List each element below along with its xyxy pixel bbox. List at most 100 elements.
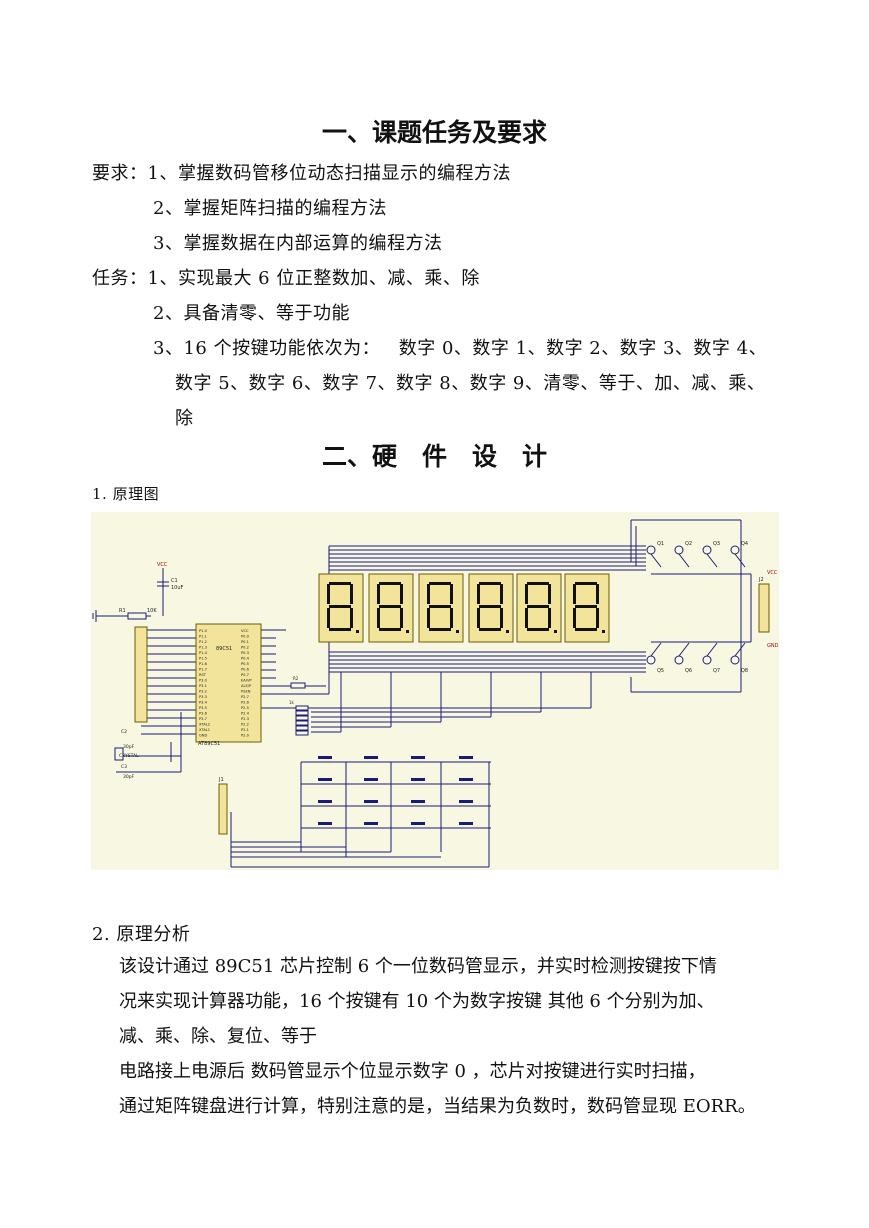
analysis-line: 电路接上电源后 数码管显示个位显示数字 0 ，芯片对按键进行实时扫描，: [119, 1061, 706, 1082]
resistor-label: 1k: [289, 700, 295, 705]
svg-text:P0.7: P0.7: [241, 673, 249, 677]
task-item-continued: 数字 5、数字 6、数字 7、数字 8、数字 9、清零、等于、加、减、乘、: [175, 373, 766, 394]
requirement-item: 1、掌握数码管移位动态扫描显示的编程方法: [147, 163, 511, 184]
svg-text:P2.7: P2.7: [241, 695, 249, 699]
analysis-line: 减、乘、除、复位、等于: [119, 1026, 317, 1047]
svg-text:P2.1: P2.1: [241, 728, 249, 732]
requirements-line-1: 要求：1、掌握数码管移位动态扫描显示的编程方法: [92, 159, 511, 185]
svg-text:P3.6: P3.6: [199, 712, 208, 716]
svg-text:P0.1: P0.1: [241, 640, 249, 644]
svg-text:P0.4: P0.4: [241, 657, 250, 661]
capacitor-value: 30pF: [123, 774, 135, 780]
chip-pins-right: VCC P0.0 P0.1 P0.2 P0.3 P0.4 P0.5 P0.6 P…: [241, 629, 252, 738]
svg-text:P3.3: P3.3: [199, 695, 207, 699]
transistor-label: Q7: [713, 668, 720, 674]
analysis-line: 通过矩阵键盘进行计算，特别注意的是，当结果为负数时，数码管显现 EORR。: [119, 1096, 756, 1117]
tasks-prefix: 任务：: [92, 268, 148, 289]
resistor-r1: [127, 612, 147, 620]
svg-text:GND: GND: [199, 734, 207, 738]
svg-text:P1.2: P1.2: [199, 640, 207, 644]
mcu-chip: [195, 623, 262, 743]
capacitor-value: 10uF: [171, 585, 184, 591]
task-item: 3、16 个按键功能依次为： 数字 0、数字 1、数字 2、数字 3、数字 4、: [153, 338, 768, 359]
svg-text:P2.6: P2.6: [241, 701, 250, 705]
requirement-item: 3、掌握数据在内部运算的编程方法: [153, 233, 443, 254]
capacitor-label: C3: [121, 764, 127, 770]
requirement-item: 2、掌握矩阵扫描的编程方法: [153, 198, 387, 219]
transistor-label: Q8: [741, 668, 748, 674]
task-item: 1、实现最大 6 位正整数加、减、乘、除: [147, 268, 480, 289]
figure-caption: 1. 原理图: [92, 485, 160, 503]
svg-text:P1.0: P1.0: [199, 629, 208, 633]
svg-text:XTAL1: XTAL1: [199, 728, 210, 732]
svg-text:P3.0: P3.0: [199, 679, 208, 683]
svg-text:P0.2: P0.2: [241, 646, 249, 650]
seven-segment-displays: [318, 573, 610, 643]
svg-text:P1.5: P1.5: [199, 657, 207, 661]
resistor-value: 10K: [147, 608, 157, 614]
vcc-label: VCC: [157, 562, 168, 568]
analysis-heading: 2. 原理分析: [92, 924, 191, 945]
svg-text:P0.0: P0.0: [241, 635, 250, 639]
svg-text:ALE/P: ALE/P: [241, 684, 252, 688]
svg-text:P1.1: P1.1: [199, 635, 207, 639]
resistor-network: [295, 705, 309, 736]
svg-text:P2.5: P2.5: [241, 706, 249, 710]
svg-text:P2.4: P2.4: [241, 712, 250, 716]
key-matrix: [318, 756, 473, 825]
svg-text:P2.0: P2.0: [241, 734, 250, 738]
section1-title: 一、课题任务及要求: [321, 118, 547, 147]
analysis-line: 该设计通过 89C51 芯片控制 6 个一位数码管显示，并实时检测按键按下情: [119, 956, 717, 977]
analysis-paragraph: 该设计通过 89C51 芯片控制 6 个一位数码管显示，并实时检测按键按下情 况…: [119, 949, 779, 1124]
tasks-line-1: 任务：1、实现最大 6 位正整数加、减、乘、除: [92, 264, 480, 290]
svg-text:P0.5: P0.5: [241, 662, 249, 666]
svg-text:XTAL2: XTAL2: [199, 723, 210, 727]
section2-title: 二、硬 件 设 计: [321, 442, 547, 471]
svg-text:VCC: VCC: [241, 629, 249, 633]
task-item: 2、具备清零、等于功能: [153, 303, 350, 324]
svg-text:P3.5: P3.5: [199, 706, 207, 710]
crystal: [114, 747, 124, 761]
capacitor-label: C1: [171, 578, 178, 584]
svg-text:P2.3: P2.3: [241, 717, 249, 721]
svg-text:P1.7: P1.7: [199, 668, 207, 672]
svg-text:P1.4: P1.4: [199, 651, 208, 655]
connector-j1: [218, 783, 228, 835]
transistor-label: Q3: [713, 541, 720, 547]
schematic-diagram: Q1 Q2 Q3 Q4 Q5 Q6 Q7 Q8 J2 VCC GND 89C51…: [91, 512, 779, 870]
vcc-label: VCC: [767, 570, 778, 576]
transistor-label: Q1: [657, 541, 664, 547]
crystal-label: CRYSTAL: [119, 753, 139, 759]
connector-j2: [758, 583, 770, 633]
svg-text:P1.6: P1.6: [199, 662, 208, 666]
left-header: [134, 626, 148, 723]
gnd-label: GND: [767, 643, 779, 649]
transistor-label: Q5: [657, 668, 664, 674]
capacitor-label: C2: [121, 729, 127, 735]
analysis-line: 况来实现计算器功能，16 个按键有 10 个为数字按键 其他 6 个分别为加、: [119, 991, 715, 1012]
transistor-label: Q4: [741, 541, 748, 547]
transistor-label: Q2: [685, 541, 692, 547]
connector-label: J1: [218, 777, 224, 783]
svg-text:P3.7: P3.7: [199, 717, 207, 721]
svg-text:RST: RST: [199, 673, 207, 677]
chip-label: 89C51: [216, 646, 232, 652]
connector-label: J2: [758, 577, 764, 583]
resistor-r2: [290, 682, 306, 689]
svg-text:P3.2: P3.2: [199, 690, 207, 694]
ground-symbol: [92, 610, 97, 622]
chip-pins-left: P1.0 P1.1 P1.2 P1.3 P1.4 P1.5 P1.6 P1.7 …: [199, 629, 210, 738]
svg-text:EA/VP: EA/VP: [241, 679, 252, 683]
svg-text:P3.1: P3.1: [199, 684, 207, 688]
requirements-prefix: 要求：: [92, 163, 148, 184]
resistor-label: R2: [293, 676, 299, 681]
svg-text:P3.4: P3.4: [199, 701, 208, 705]
svg-text:P2.2: P2.2: [241, 723, 249, 727]
svg-text:P0.3: P0.3: [241, 651, 249, 655]
transistor-label: Q6: [685, 668, 692, 674]
svg-text:P0.6: P0.6: [241, 668, 250, 672]
resistor-label: R1: [119, 608, 126, 614]
svg-text:P1.3: P1.3: [199, 646, 207, 650]
transistor-array: [646, 545, 746, 665]
